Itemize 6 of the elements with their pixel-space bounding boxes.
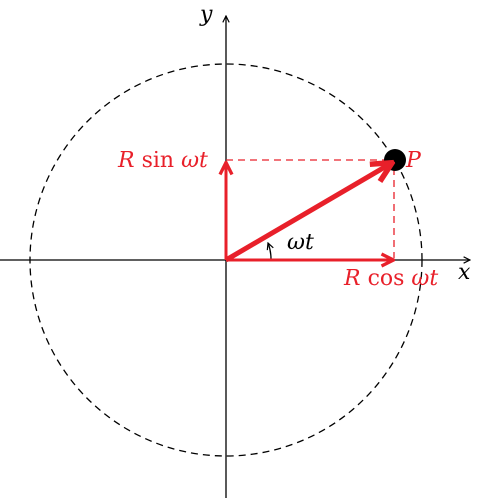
component-label: R cos ωt [344, 268, 438, 290]
axis-label: x [458, 262, 470, 284]
point-label: P [406, 150, 421, 172]
component-label: R sin ωt [118, 150, 208, 172]
angle-label: ωt [287, 232, 314, 254]
axis-label: y [200, 4, 212, 26]
